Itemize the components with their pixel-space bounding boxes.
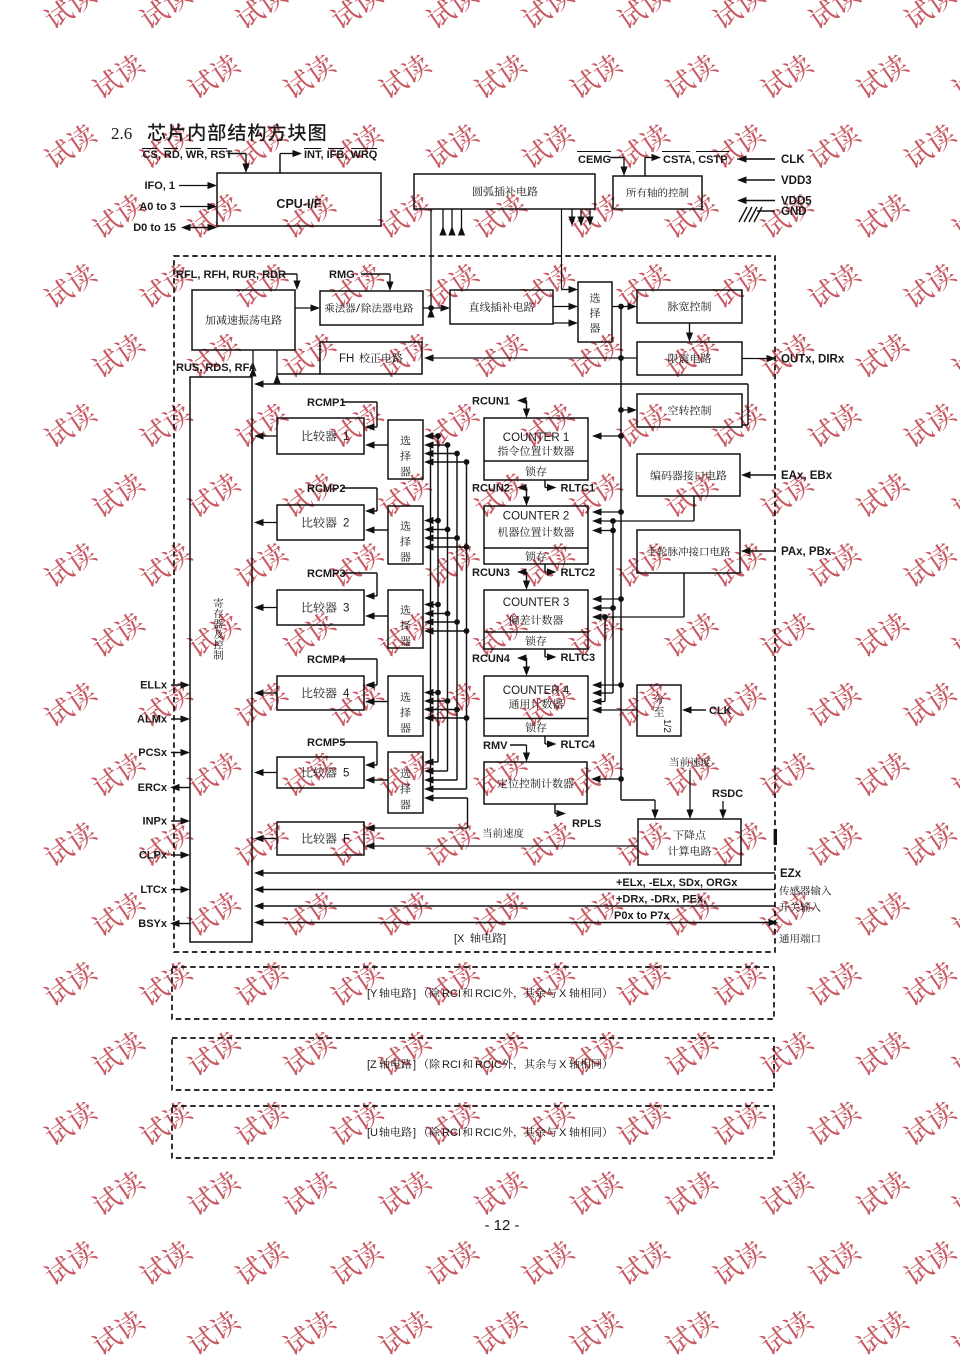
svg-text:CLK: CLK bbox=[781, 154, 805, 166]
svg-text:GND: GND bbox=[781, 206, 807, 218]
svg-text:EAx, EBx: EAx, EBx bbox=[781, 470, 833, 482]
svg-text:]: ] bbox=[503, 933, 506, 945]
svg-text:BSYx: BSYx bbox=[138, 918, 168, 930]
svg-text:]: ] bbox=[413, 1059, 416, 1071]
svg-text:1/2: 1/2 bbox=[661, 719, 672, 733]
svg-text:RMV: RMV bbox=[483, 740, 508, 752]
svg-text:RCIC: RCIC bbox=[475, 1127, 502, 1139]
svg-text:F: F bbox=[343, 834, 350, 846]
svg-text:[Y: [Y bbox=[367, 988, 378, 1000]
svg-text:RCUN1: RCUN1 bbox=[472, 396, 510, 408]
svg-text:VDD3: VDD3 bbox=[781, 175, 812, 187]
svg-text:RCI: RCI bbox=[442, 1059, 461, 1071]
svg-text:- 12 -: - 12 - bbox=[484, 1217, 519, 1234]
svg-text:CLK: CLK bbox=[709, 705, 732, 717]
svg-text:RCI: RCI bbox=[442, 988, 461, 1000]
svg-text:]: ] bbox=[413, 1127, 416, 1139]
svg-text:2.6: 2.6 bbox=[111, 124, 132, 143]
svg-text:ALMx: ALMx bbox=[137, 714, 168, 726]
svg-text:A0 to 3: A0 to 3 bbox=[139, 201, 176, 213]
svg-text:]: ] bbox=[413, 988, 416, 1000]
svg-text:RLTC1: RLTC1 bbox=[561, 483, 596, 495]
svg-text:1: 1 bbox=[343, 431, 349, 443]
svg-text:OUTx, DIRx: OUTx, DIRx bbox=[781, 354, 845, 366]
svg-text:RFL, RFH, RUR, RDR: RFL, RFH, RUR, RDR bbox=[176, 269, 286, 281]
svg-text:RMG: RMG bbox=[329, 269, 355, 281]
svg-text:RCUN2: RCUN2 bbox=[472, 483, 510, 495]
svg-text:COUNTER 3: COUNTER 3 bbox=[503, 597, 569, 609]
svg-text:CPU-I/F: CPU-I/F bbox=[276, 197, 322, 211]
svg-text:RCUN3: RCUN3 bbox=[472, 567, 510, 579]
svg-text:RCUN4: RCUN4 bbox=[472, 653, 511, 665]
svg-text:2: 2 bbox=[343, 518, 349, 530]
svg-text:RLTC2: RLTC2 bbox=[561, 567, 596, 579]
svg-text:COUNTER 4: COUNTER 4 bbox=[503, 685, 570, 697]
svg-text:ERCx: ERCx bbox=[138, 782, 168, 794]
svg-text:X: X bbox=[559, 1127, 567, 1139]
svg-text:RCMP4: RCMP4 bbox=[307, 654, 346, 666]
svg-text:D0 to 15: D0 to 15 bbox=[133, 222, 176, 234]
svg-text:RCMP3: RCMP3 bbox=[307, 568, 346, 580]
svg-text:RCI: RCI bbox=[442, 1127, 461, 1139]
svg-text:COUNTER 1: COUNTER 1 bbox=[503, 432, 569, 444]
svg-text:FH: FH bbox=[339, 353, 354, 365]
svg-text:PCSx: PCSx bbox=[138, 747, 168, 759]
svg-text:X: X bbox=[559, 1059, 567, 1071]
svg-text:RCMP5: RCMP5 bbox=[307, 737, 346, 749]
svg-text:[X: [X bbox=[454, 933, 465, 945]
svg-text:CLPx: CLPx bbox=[139, 850, 168, 862]
svg-text:RPLS: RPLS bbox=[572, 818, 601, 830]
svg-text:EZx: EZx bbox=[780, 868, 802, 880]
svg-text:RCIC: RCIC bbox=[475, 1059, 502, 1071]
svg-text:5: 5 bbox=[343, 768, 349, 780]
svg-text:P0x to P7x: P0x to P7x bbox=[614, 910, 671, 922]
svg-text:3: 3 bbox=[343, 603, 349, 615]
svg-text:RCMP2: RCMP2 bbox=[307, 483, 346, 495]
svg-text:X: X bbox=[559, 988, 567, 1000]
svg-text:CEMG: CEMG bbox=[578, 154, 611, 166]
svg-text:+ELx, -ELx, SDx, ORGx: +ELx, -ELx, SDx, ORGx bbox=[616, 877, 738, 889]
svg-text:ELLx: ELLx bbox=[140, 680, 168, 692]
svg-text:+DRx, -DRx, PEx,: +DRx, -DRx, PEx, bbox=[616, 894, 706, 906]
svg-text:RLTC4: RLTC4 bbox=[561, 739, 597, 751]
svg-text:INPx: INPx bbox=[143, 816, 168, 828]
svg-text:RLTC3: RLTC3 bbox=[561, 652, 596, 664]
svg-text:[Z: [Z bbox=[367, 1059, 377, 1071]
svg-text:CS, RD, WR, RST: CS, RD, WR, RST bbox=[143, 149, 233, 161]
svg-text:RSDC: RSDC bbox=[712, 788, 743, 800]
svg-text:IFO, 1: IFO, 1 bbox=[144, 180, 175, 192]
svg-text:RUS, RDS, RFA: RUS, RDS, RFA bbox=[176, 362, 257, 374]
svg-text:RCIC: RCIC bbox=[475, 988, 502, 1000]
svg-text:INT, IFB, WRQ: INT, IFB, WRQ bbox=[304, 149, 378, 161]
svg-text:LTCx: LTCx bbox=[140, 884, 168, 896]
svg-text:COUNTER 2: COUNTER 2 bbox=[503, 511, 569, 523]
svg-text:PAx, PBx: PAx, PBx bbox=[781, 546, 832, 558]
svg-text:[U: [U bbox=[367, 1127, 378, 1139]
svg-text:CSTA, CSTP: CSTA, CSTP bbox=[663, 154, 728, 166]
svg-text:RCMP1: RCMP1 bbox=[307, 397, 346, 409]
svg-text:4: 4 bbox=[343, 688, 350, 700]
svg-text:VDD5: VDD5 bbox=[781, 196, 812, 208]
